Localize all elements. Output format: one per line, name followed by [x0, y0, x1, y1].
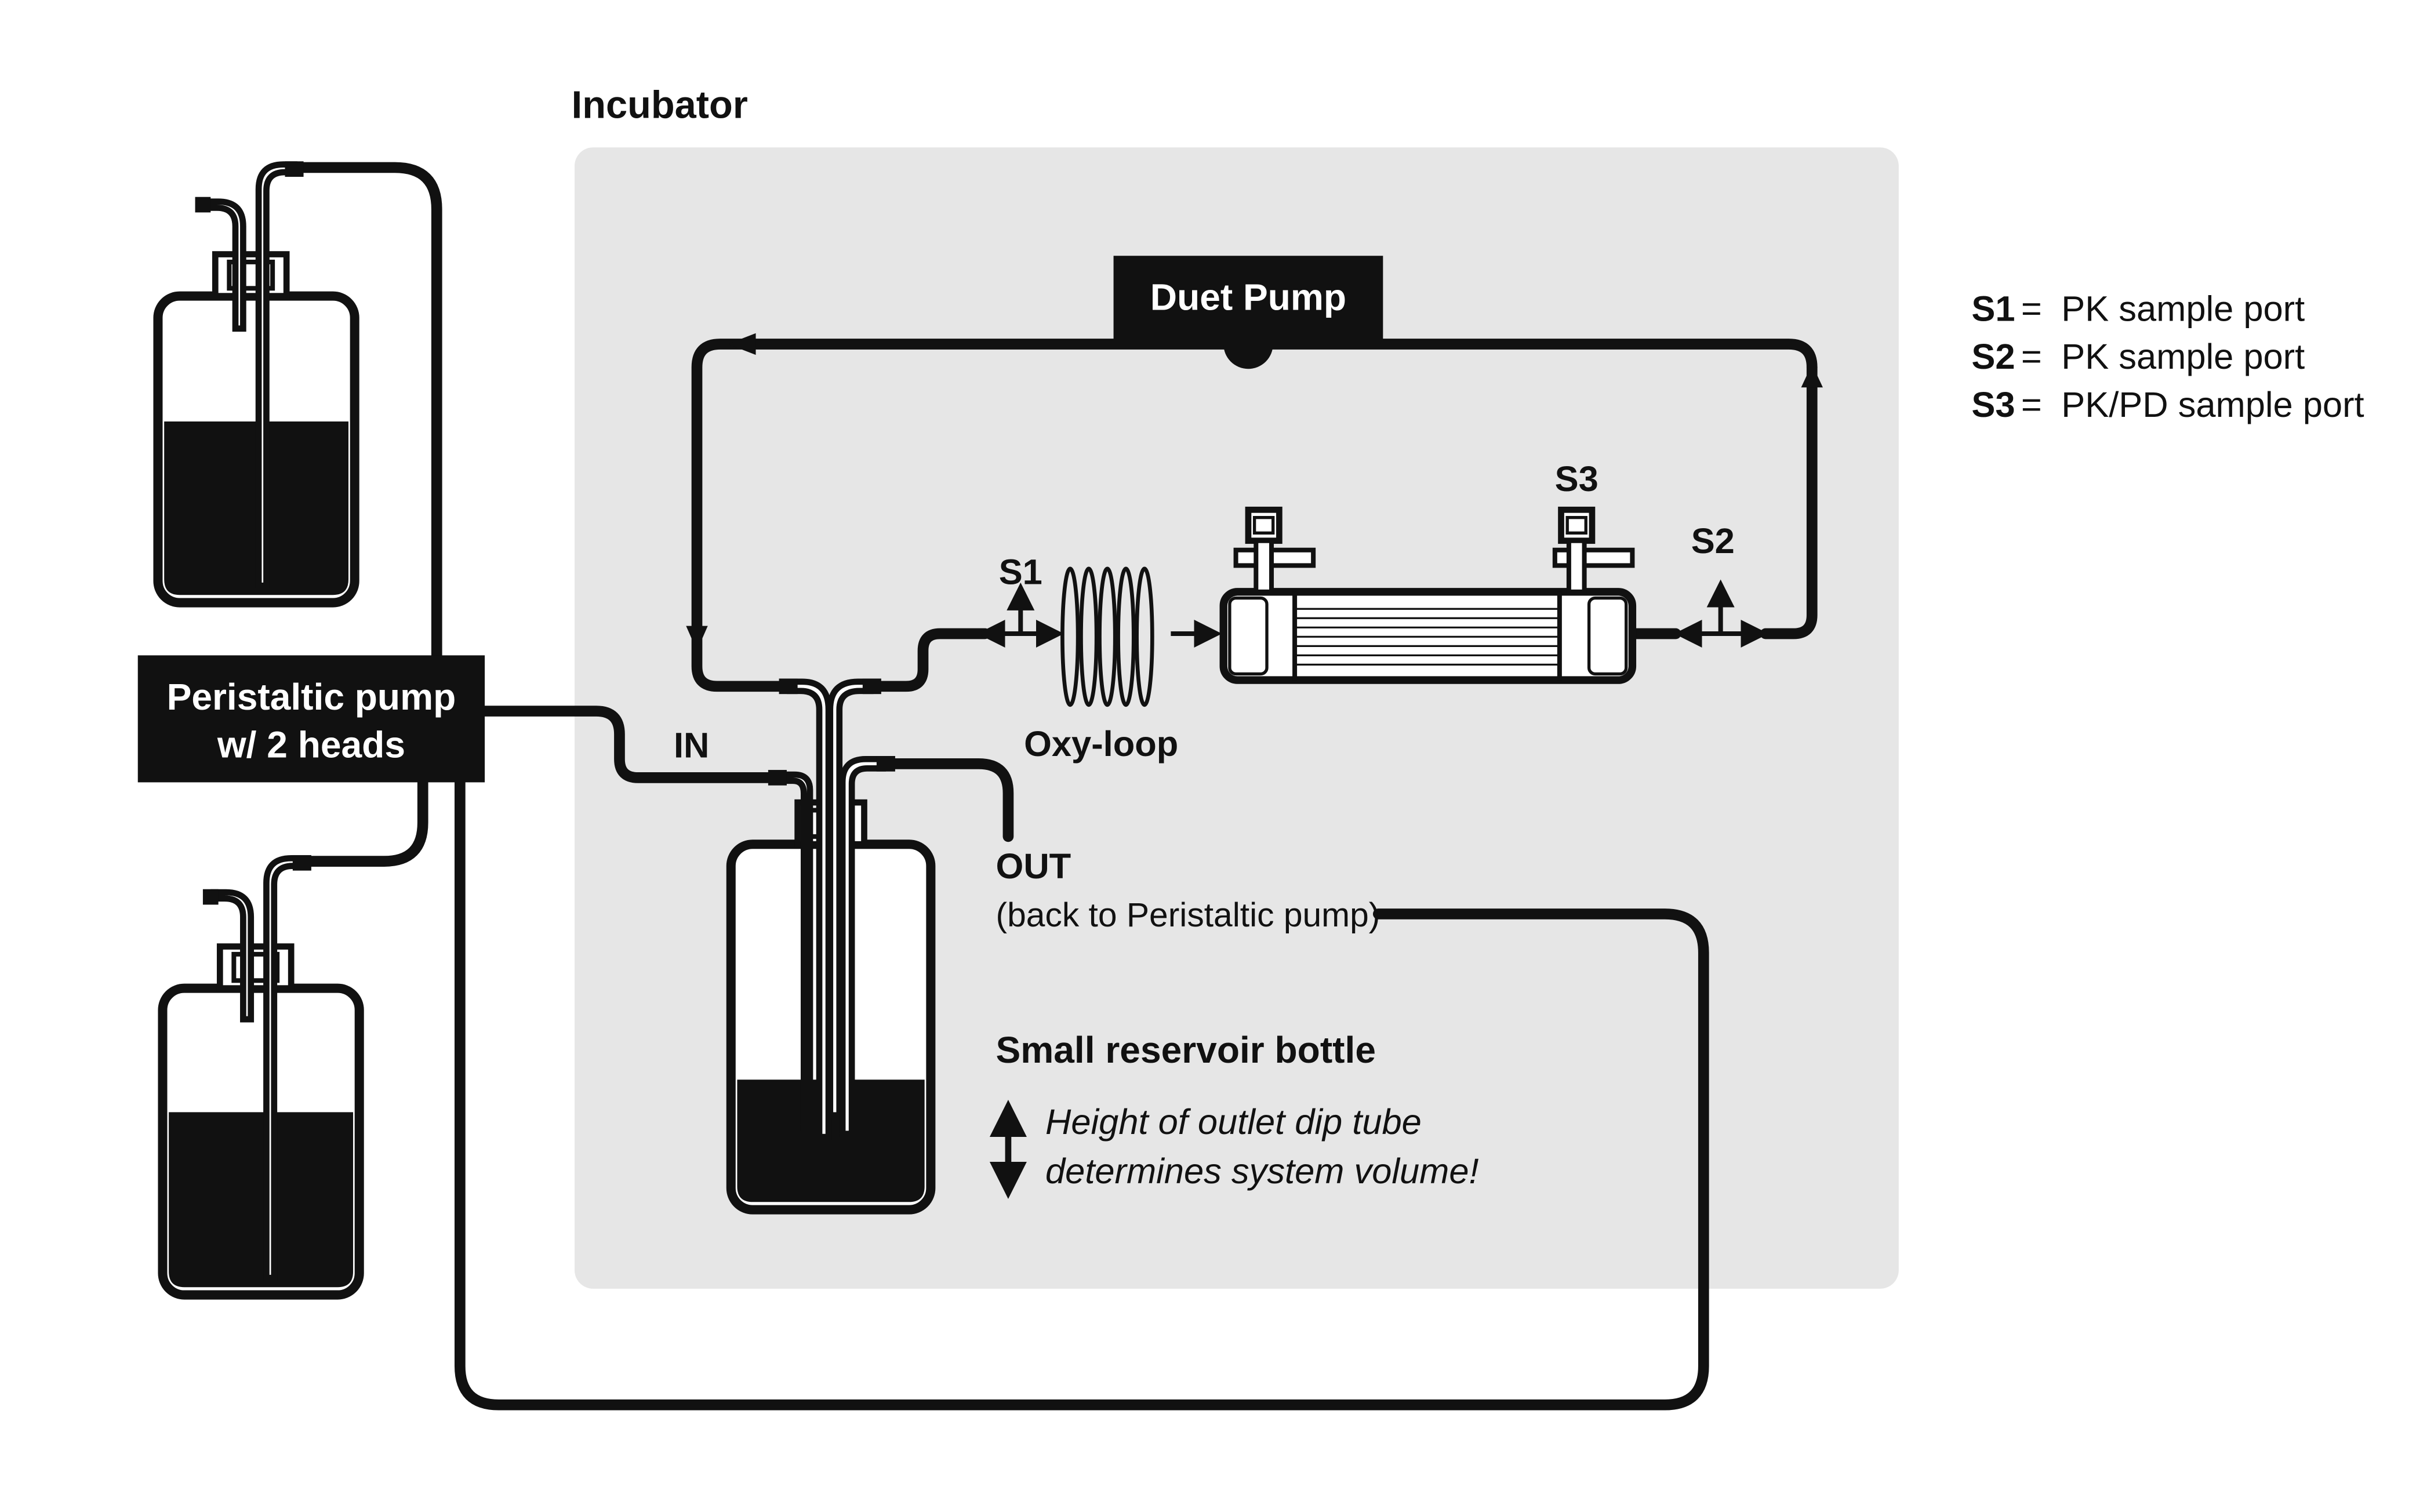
- feed-tube-upper: [289, 162, 442, 661]
- duet-pump: Duet Pump: [1113, 256, 1383, 369]
- out-label: OUT: [996, 846, 1071, 886]
- legend-sep: =: [2021, 289, 2042, 329]
- out-tube: [880, 758, 1014, 842]
- peristaltic-label-line2: w/ 2 heads: [217, 724, 405, 766]
- incubator-label: Incubator: [572, 83, 748, 126]
- in-label: IN: [674, 726, 709, 766]
- feed-bottle-upper: [153, 161, 359, 608]
- oxy-loop-coil: [1060, 566, 1154, 707]
- legend-desc: PK/PD sample port: [2061, 385, 2364, 425]
- out-note: (back to Peristaltic pump): [996, 896, 1380, 934]
- feed-bottle-lower: [158, 855, 364, 1300]
- legend-desc: PK sample port: [2061, 289, 2305, 329]
- feed-tube-lower: [296, 777, 428, 867]
- outflow-tube-to-s1: [864, 628, 991, 692]
- legend-key: S1: [1971, 289, 2015, 329]
- s1-port: S1: [977, 553, 1065, 648]
- flow-arrow-left: [686, 626, 708, 651]
- s1-label: S1: [999, 553, 1042, 593]
- duet-pump-label: Duet Pump: [1150, 277, 1346, 318]
- legend-item: S1 = PK sample port: [1971, 289, 2305, 329]
- height-note-line2: determines system volume!: [1045, 1151, 1479, 1191]
- s2-port: S2: [1674, 521, 1769, 648]
- oxy-loop-label: Oxy-loop: [1024, 724, 1178, 764]
- legend-item: S2 = PK sample port: [1971, 337, 2305, 377]
- recirculation-tube-top: [1760, 362, 1818, 639]
- recirculation-tube-return: [691, 339, 1818, 692]
- legend-key: S2: [1971, 337, 2015, 377]
- legend-desc: PK sample port: [2061, 337, 2305, 377]
- hollow-fiber-cartridge: [1219, 506, 1637, 684]
- flow-arrow-top: [728, 333, 756, 355]
- reservoir-title: Small reservoir bottle: [996, 1029, 1376, 1071]
- peristaltic-label-line1: Peristaltic pump: [167, 676, 456, 718]
- legend-key: S3: [1971, 385, 2015, 425]
- s3-label: S3: [1555, 459, 1598, 499]
- flow-arrow-right: [1801, 364, 1823, 388]
- reservoir-bottle: [726, 678, 936, 1215]
- legend-sep: =: [2021, 385, 2042, 425]
- peristaltic-pump: Peristaltic pump w/ 2 heads: [137, 655, 485, 783]
- tubing: [289, 162, 1818, 1411]
- height-note-line1: Height of outlet dip tube: [1045, 1102, 1422, 1142]
- legend-sep: =: [2021, 337, 2042, 377]
- legend-item: S3 = PK/PD sample port: [1971, 385, 2364, 425]
- legend: S1 = PK sample port S2 = PK sample port …: [1971, 289, 2364, 425]
- inlet-tube: [478, 706, 777, 783]
- s2-label: S2: [1691, 521, 1735, 561]
- return-tube-to-peristaltic: [454, 777, 1709, 1411]
